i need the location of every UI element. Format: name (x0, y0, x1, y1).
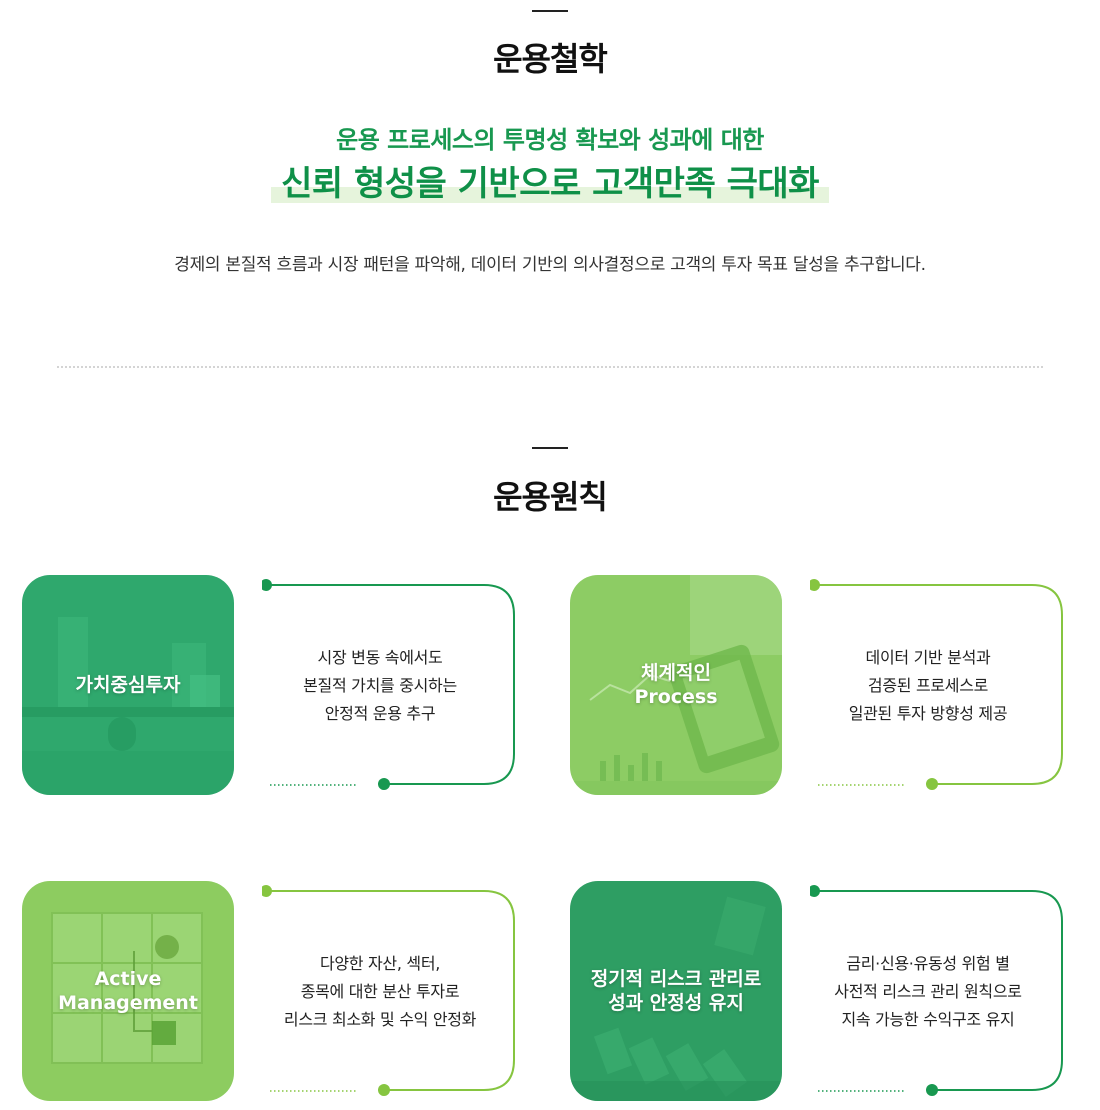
philosophy-subtitle: 운용 프로세스의 투명성 확보와 성과에 대한 (336, 126, 764, 154)
desc-line: 사전적 리스크 관리 원칙으로 (834, 982, 1022, 1001)
risk-management-image (570, 881, 782, 1101)
desc-line: 데이터 기반 분석과 (865, 648, 991, 667)
desc-line: 검증된 프로세스로 (867, 676, 989, 695)
section-divider-line (532, 447, 568, 449)
desc-line: 다양한 자산, 섹터, (319, 954, 441, 973)
principle-desc-frame: 데이터 기반 분석과 검증된 프로세스로 일관된 투자 방향성 제공 (810, 578, 1064, 790)
principle-card-risk-management: 정기적 리스크 관리로 성과 안정성 유지 (570, 881, 782, 1101)
desc-line: 안정적 운용 추구 (324, 704, 436, 723)
principle-desc-frame: 다양한 자산, 섹터, 종목에 대한 분산 투자로 리스크 최소화 및 수익 안… (262, 884, 516, 1096)
card-label-line: 정기적 리스크 관리로 (590, 968, 762, 990)
card-label-line: Process (634, 686, 718, 708)
principle-card-value-investing: 가치중심투자 (22, 575, 234, 795)
card-label-line: 체계적인 (641, 662, 711, 684)
frame-end-dot (926, 778, 938, 790)
active-management-image (22, 881, 234, 1101)
philosophy-headline: 신뢰 형성을 기반으로 고객만족 극대화 (271, 156, 829, 205)
principle-card-active-management: Active Management (22, 881, 234, 1101)
value-investing-image (22, 575, 234, 795)
frame-start-dot (262, 885, 272, 897)
frame-end-dot (378, 1084, 390, 1096)
desc-line: 종목에 대한 분산 투자로 (300, 982, 460, 1001)
frame-start-dot (810, 579, 820, 591)
section-divider-line (532, 10, 568, 12)
desc-line: 시장 변동 속에서도 (317, 648, 443, 667)
card-label-line: 성과 안정성 유지 (608, 992, 744, 1014)
card-label-line: 가치중심투자 (75, 674, 181, 696)
card-label-line: Active (94, 968, 162, 990)
frame-outline (262, 579, 515, 790)
principle-desc-frame: 시장 변동 속에서도 본질적 가치를 중시하는 안정적 운용 추구 (262, 578, 516, 790)
desc-line: 금리·신용·유동성 위험 별 (846, 954, 1010, 973)
frame-start-dot (810, 885, 820, 897)
frame-end-dot (378, 778, 390, 790)
systematic-process-image (570, 575, 782, 795)
frame-outline (262, 885, 515, 1096)
desc-line: 일관된 투자 방향성 제공 (848, 704, 1008, 723)
principle-desc-frame: 금리·신용·유동성 위험 별 사전적 리스크 관리 원칙으로 지속 가능한 수익… (810, 884, 1064, 1096)
principle-card-systematic-process: 체계적인 Process (570, 575, 782, 795)
frame-end-dot (926, 1084, 938, 1096)
principles-title: 운용원칙 (493, 478, 608, 516)
desc-line: 리스크 최소화 및 수익 안정화 (283, 1010, 477, 1029)
philosophy-description: 경제의 본질적 흐름과 시장 패턴을 파악해, 데이터 기반의 의사결정으로 고… (174, 255, 926, 275)
desc-line: 본질적 가치를 중시하는 (303, 676, 457, 695)
desc-line: 지속 가능한 수익구조 유지 (841, 1010, 1015, 1029)
frame-outline (810, 579, 1063, 790)
card-label-line: Management (58, 992, 198, 1014)
dotted-divider (57, 366, 1043, 368)
philosophy-title: 운용철학 (493, 40, 608, 78)
frame-outline (810, 885, 1063, 1096)
frame-start-dot (262, 579, 272, 591)
